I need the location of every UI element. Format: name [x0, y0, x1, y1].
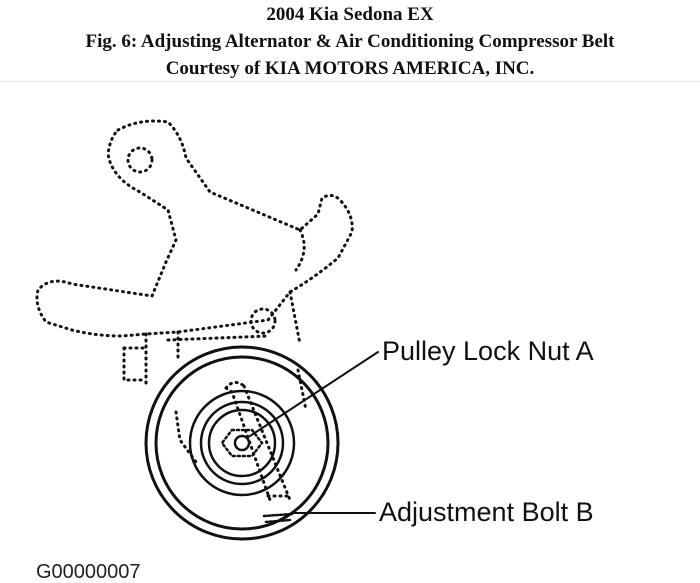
pulley-hub [188, 389, 296, 497]
figure-id: G00000007 [36, 561, 141, 583]
header-divider [0, 81, 700, 82]
pulley-lock-nut [220, 428, 264, 458]
adjustment-bolt [262, 512, 294, 524]
vehicle-title: 2004 Kia Sedona EX [266, 4, 434, 25]
belt-tensioner-diagram [35, 119, 379, 541]
page-header: 2004 Kia Sedona EX Fig. 6: Adjusting Alt… [0, 0, 700, 82]
leader-line-pulley-lock-nut [249, 351, 379, 437]
callout-pulley-lock-nut: Pulley Lock Nut A [382, 336, 594, 366]
callout-adjustment-bolt: Adjustment Bolt B [379, 497, 594, 527]
pulley [144, 345, 340, 541]
courtesy-line: Courtesy of KIA MOTORS AMERICA, INC. [165, 58, 535, 79]
bracket-outline [35, 119, 354, 502]
figure-title: Fig. 6: Adjusting Alternator & Air Condi… [85, 31, 615, 52]
